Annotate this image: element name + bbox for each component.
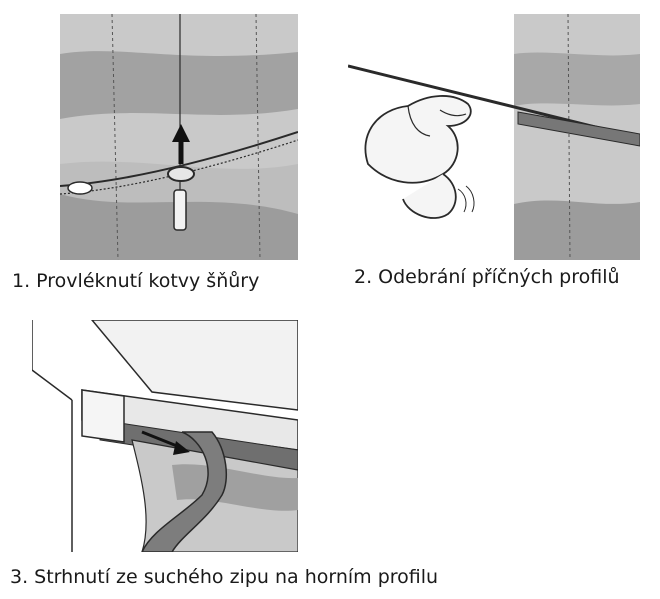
step-1-caption: 1. Provléknutí kotvy šňůry [12,270,260,292]
cord-anchor-threading-drawing [60,14,298,260]
cross-profile-removal-drawing [348,14,640,260]
step-1-illustration [60,14,298,260]
step-2-illustration [348,14,640,260]
velcro-removal-drawing [32,320,298,552]
step-2-caption: 2. Odebrání příčných profilů [354,266,620,288]
step-3-caption: 3. Strhnutí ze suchého zipu na horním pr… [10,566,439,588]
step-3-illustration [32,320,298,552]
